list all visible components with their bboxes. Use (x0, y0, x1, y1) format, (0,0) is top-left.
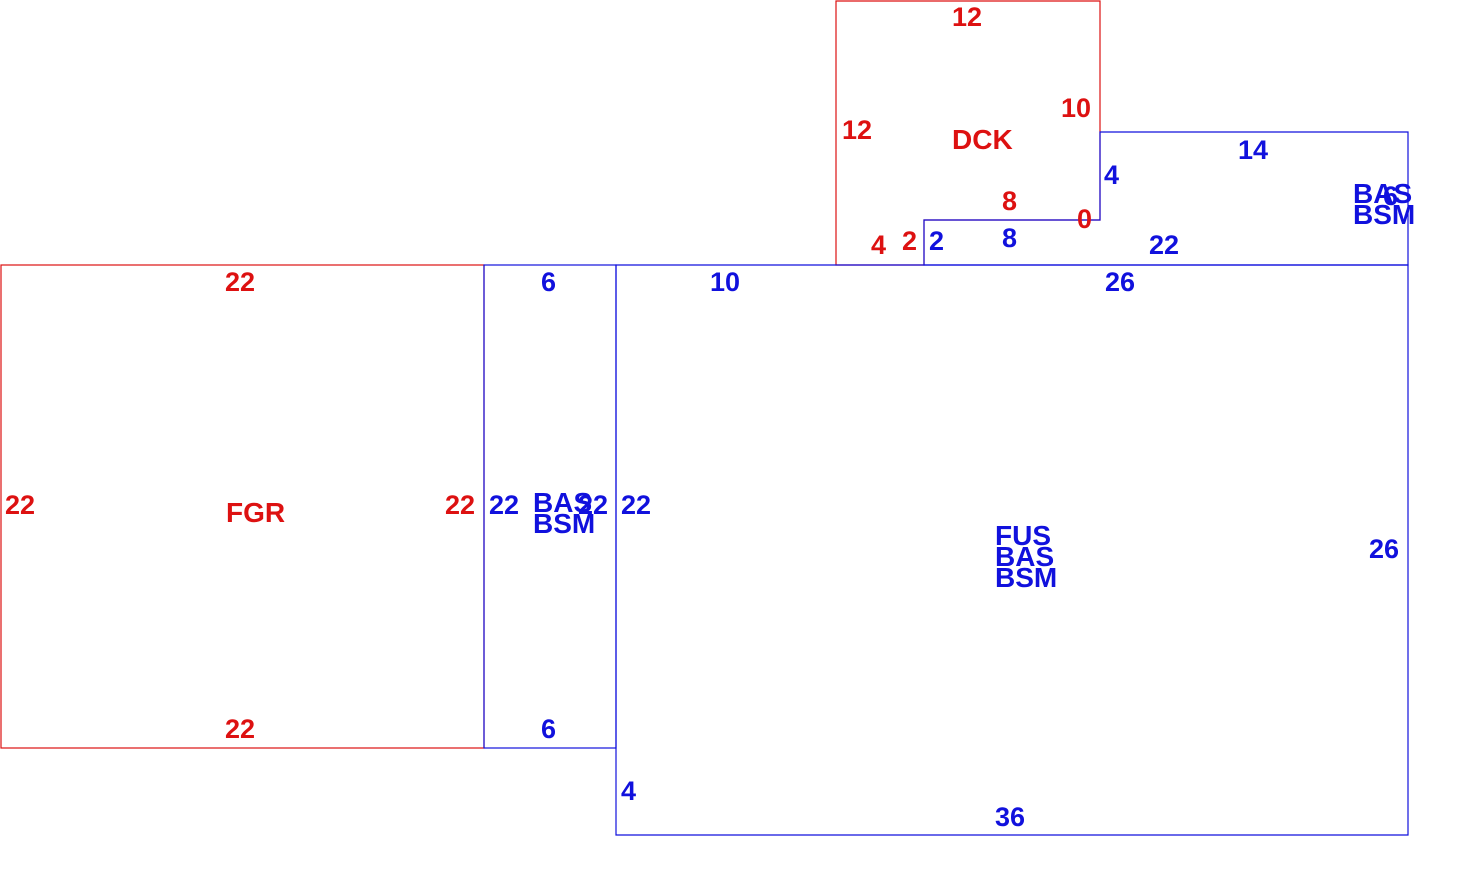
dck-left-dim: 12 (842, 115, 872, 145)
right-left-dim: 4 (1104, 160, 1119, 190)
mid-bas-label: BAS (533, 487, 592, 518)
right-bottom-dim: 22 (1149, 230, 1179, 260)
dck-top-dim: 12 (952, 2, 982, 32)
main-right-dim: 26 (1369, 534, 1399, 564)
main-fus-label: FUS (995, 520, 1051, 551)
mid-top-dim: 6 (541, 267, 556, 297)
dck-bottom-left-dim: 4 (871, 230, 886, 260)
notch-left-dim: 2 (929, 226, 944, 256)
right-bsm-label: BSM (1353, 199, 1415, 230)
fgr-bottom-dim: 22 (225, 714, 255, 744)
notch-top-dim: 8 (1002, 223, 1017, 253)
fgr-top-dim: 22 (225, 267, 255, 297)
main-bas-label: BAS (995, 541, 1054, 572)
main-bottom-dim: 36 (995, 802, 1025, 832)
dck-notch-left-dim: 2 (902, 226, 917, 256)
dck-right-dim: 10 (1061, 93, 1091, 123)
fgr-left-dim: 22 (5, 490, 35, 520)
mid-bsm-label: BSM (533, 508, 595, 539)
mid-left-dim: 22 (489, 490, 519, 520)
dck-notch-right-dim: 0 (1077, 204, 1092, 234)
fgr-label: FGR (226, 497, 285, 528)
main-left-dim: 22 (621, 490, 651, 520)
dck-notch-top-dim: 8 (1002, 186, 1017, 216)
main-bsm-label: BSM (995, 562, 1057, 593)
fgr-right-dim: 22 (445, 490, 475, 520)
right-right-dim: 6 (1383, 181, 1398, 211)
right-wing-outline (923, 131, 1409, 266)
main-step-dim: 4 (621, 776, 636, 806)
right-top-dim: 14 (1238, 135, 1268, 165)
mid-bottom-dim: 6 (541, 714, 556, 744)
mid-right-dim: 22 (578, 490, 608, 520)
right-bas-label: BAS (1353, 178, 1412, 209)
main-top-right-dim: 26 (1105, 267, 1135, 297)
dck-label: DCK (952, 124, 1013, 155)
main-top-left-dim: 10 (710, 267, 740, 297)
